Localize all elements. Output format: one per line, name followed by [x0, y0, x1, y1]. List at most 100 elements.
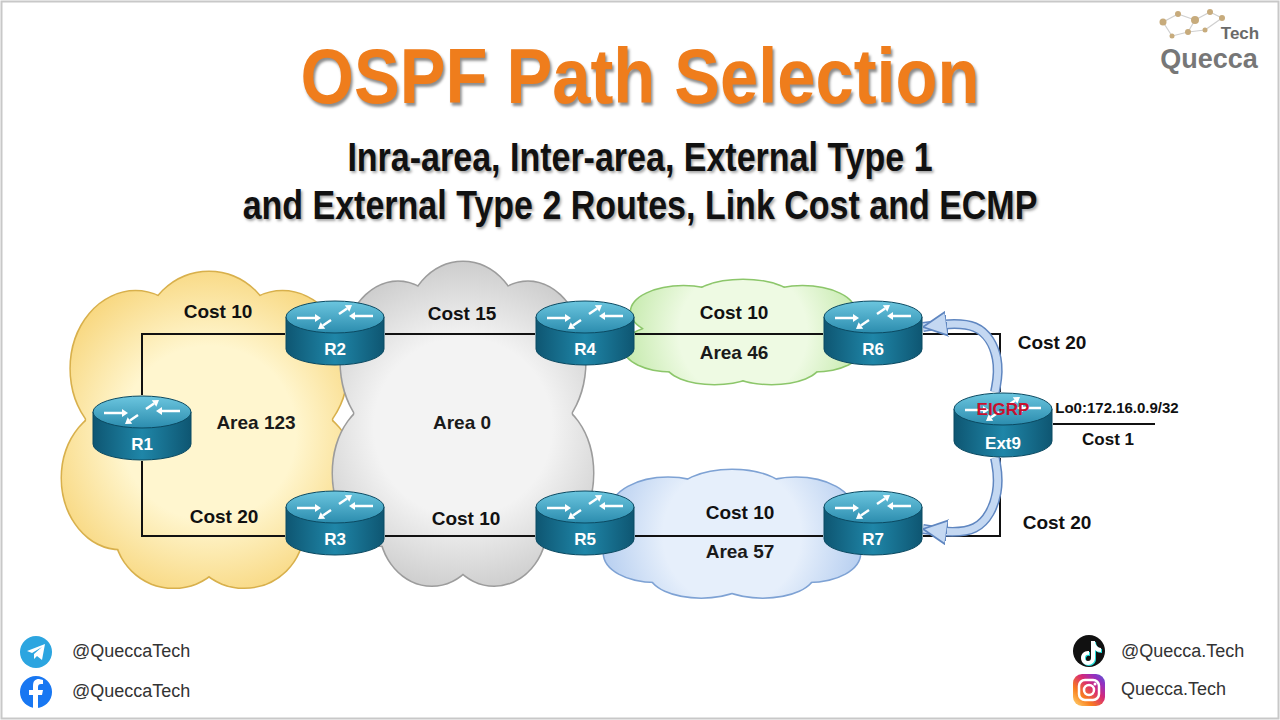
router-arrow-head [599, 312, 605, 320]
router-arrow-head [318, 512, 325, 519]
link-cost: Cost 20 [1018, 333, 1087, 354]
router-node: R4 [535, 300, 635, 366]
router-name: R4 [574, 341, 596, 360]
router-arrow [547, 507, 565, 510]
link-cost: Cost 1 [1082, 431, 1134, 450]
link-cost: Cost 20 [1023, 513, 1092, 534]
router-arrows [104, 400, 180, 424]
router-arrows [297, 305, 373, 329]
social-handle: Quecca.Tech [1121, 680, 1226, 700]
router-arrow [605, 315, 623, 318]
link-cost: Cost 15 [428, 304, 497, 325]
router-arrow-head [315, 314, 321, 322]
link-cost: Cost 10 [432, 509, 501, 530]
social-handle: @QueccaTech [72, 642, 190, 662]
router-arrow-head [883, 495, 890, 502]
router-arrow [547, 317, 565, 320]
router-arrow [893, 315, 911, 318]
cloud-lobe [185, 472, 303, 588]
router-arrow-head [345, 495, 352, 502]
network-link [923, 334, 1000, 392]
router-arrow-head [318, 322, 325, 329]
router-arrow-head [345, 305, 352, 312]
router-arrow-head [856, 512, 863, 519]
router-arrow-head [156, 407, 162, 415]
router-arrow-head [565, 314, 571, 322]
arrow-body [923, 458, 998, 532]
router-arrows [297, 495, 373, 519]
router-arrow-head [853, 504, 859, 512]
redistribution-arrow [923, 324, 998, 392]
router-arrows [547, 495, 623, 519]
router-arrow-head [853, 314, 859, 322]
router-arrow [323, 320, 331, 326]
router-node: R7 [823, 490, 923, 556]
link-cost: Cost 10 [700, 303, 769, 324]
router-arrow-head [349, 312, 355, 320]
router-arrow [605, 505, 623, 508]
router-arrow [861, 510, 869, 516]
router-arrows [835, 495, 911, 519]
router-arrow [893, 505, 911, 508]
router-arrows [835, 305, 911, 329]
router-arrow-head [122, 409, 128, 417]
router-arrow [355, 315, 373, 318]
logo-text: Quecca [1160, 45, 1258, 75]
router-arrow [355, 505, 373, 508]
router-arrow-head [595, 495, 602, 502]
router-arrow-head [315, 504, 321, 512]
router-arrow [573, 510, 581, 516]
router-name: R3 [324, 531, 346, 550]
router-arrow-head [856, 322, 863, 329]
router-node: R2 [285, 300, 385, 366]
router-name: R7 [862, 531, 884, 550]
subtitle-text: and External Type 2 Routes, Link Cost an… [243, 183, 1038, 227]
area-name: Area 0 [433, 413, 491, 434]
router-arrow [323, 510, 331, 516]
router-node: R6 [823, 300, 923, 366]
router-arrow [877, 308, 885, 314]
protocol-name: EIGRP [977, 401, 1030, 420]
cloud-shape [604, 470, 860, 600]
router-name: R5 [574, 531, 596, 550]
network-link [923, 458, 1000, 536]
router-arrows [965, 397, 1041, 421]
router-arrow-head [565, 504, 571, 512]
redistribution-arrow [923, 458, 998, 532]
link-cost: Cost 20 [190, 507, 259, 528]
logo-text: Tech [1221, 25, 1259, 44]
router-arrow [339, 498, 347, 504]
router-top [286, 301, 384, 333]
link-line [923, 334, 1000, 392]
title-text: OSPF Path Selection [301, 37, 980, 115]
link-line [923, 458, 1000, 536]
router-arrow-head [568, 322, 575, 329]
router-arrow-head [568, 512, 575, 519]
router-arrow-head [152, 400, 159, 407]
cloud-outline [604, 470, 860, 597]
subtitle-text: Inra-area, Inter-area, External Type 1 [347, 135, 932, 179]
area-name: Area 46 [700, 343, 769, 364]
social-handle: @Quecca.Tech [1121, 642, 1244, 662]
router-arrow-head [883, 305, 890, 312]
router-node: R5 [535, 490, 635, 556]
router-arrows [547, 305, 623, 329]
router-node: R1 [92, 395, 192, 461]
router-arrow [104, 412, 122, 415]
link-cost: Cost 10 [706, 503, 775, 524]
router-arrow [297, 507, 315, 510]
ospf-area-cloud: Area 57 [604, 470, 860, 600]
arrow-body [923, 324, 998, 392]
router-name: R2 [324, 341, 346, 360]
link-cost: Cost 10 [184, 302, 253, 323]
facebook-icon [20, 676, 52, 708]
social-handle: @QueccaTech [72, 682, 190, 702]
cloud-lobe [185, 472, 303, 588]
router-top [824, 301, 922, 333]
router-arrow [130, 415, 138, 421]
router-name: R6 [862, 341, 884, 360]
instagram-icon [1073, 674, 1105, 706]
router-arrow [835, 317, 853, 320]
router-arrow [835, 507, 853, 510]
